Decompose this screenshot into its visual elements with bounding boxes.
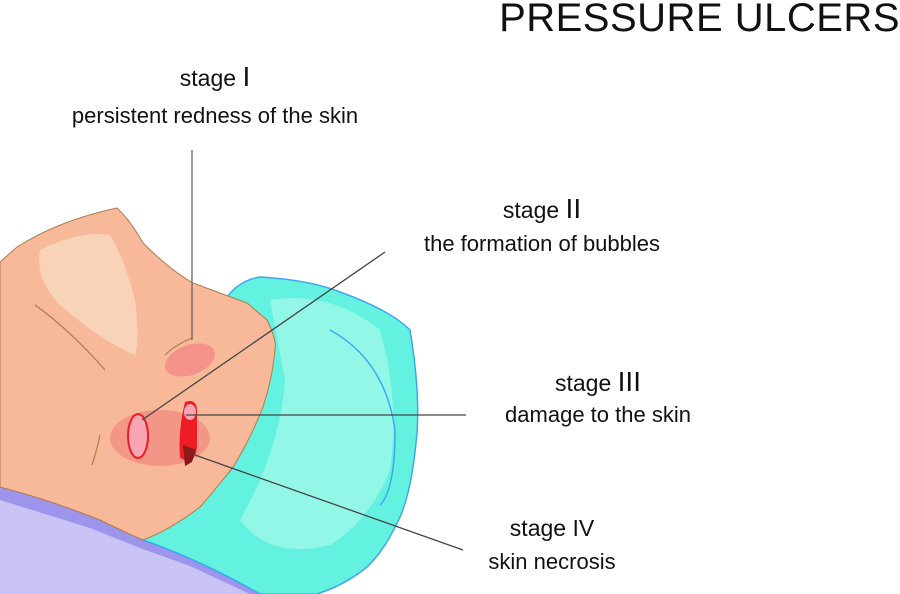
stage-4-pointer — [194, 454, 464, 551]
stage-word: stage — [555, 370, 612, 396]
stage-4-necrosis — [183, 445, 196, 466]
pillow-fold — [329, 329, 396, 506]
stage-4-description: skin necrosis — [488, 549, 616, 574]
skin-crease — [164, 337, 193, 356]
stage-1-description: persistent redness of the skin — [71, 103, 359, 128]
stage-4-heading: stage IV — [510, 515, 594, 541]
stage-2-description: the formation of bubbles — [423, 231, 661, 256]
stage-word: stage — [509, 515, 567, 541]
stage-numeral: II — [565, 193, 582, 224]
stage-1-heading: stage I — [179, 61, 251, 92]
stage-word: stage — [179, 65, 237, 91]
stage-1-redness — [165, 343, 215, 377]
page-title: PRESSURE ULCERS — [499, 0, 900, 40]
skin-crease — [91, 434, 101, 466]
stage-3-heading: stage III — [555, 366, 641, 397]
stage-2-bubble — [127, 413, 149, 459]
stage-3-description: damage to the skin — [505, 402, 691, 427]
stage-3-blister — [184, 404, 196, 420]
bed-sheet-light — [0, 500, 250, 594]
stage-numeral: I — [242, 61, 251, 92]
stage-2-heading: stage II — [502, 193, 582, 224]
head-highlight — [39, 234, 138, 355]
stage-numeral: III — [617, 366, 641, 397]
stage-word: stage — [502, 197, 560, 223]
stage-numeral: IV — [572, 515, 595, 541]
stage-2-pointer — [141, 251, 386, 421]
skin-crease — [34, 304, 106, 371]
pillow-highlight — [240, 298, 394, 550]
